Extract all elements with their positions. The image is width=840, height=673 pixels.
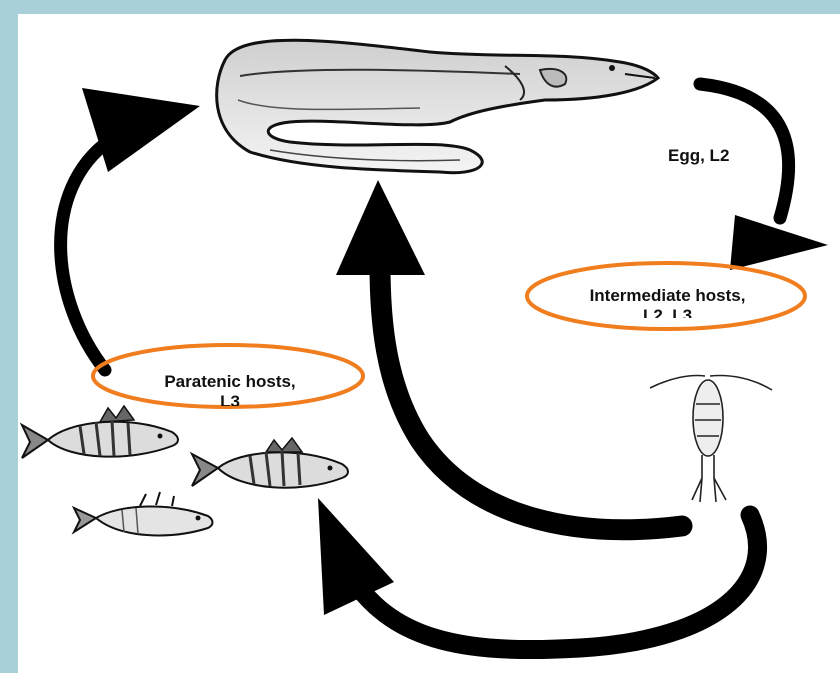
paratenic-hosts-line1: Paratenic hosts, [164, 372, 296, 391]
copepod-icon [649, 374, 773, 503]
stickleback-icon [71, 491, 214, 537]
perch-icon [19, 404, 179, 459]
highlight-ring-paratenic [91, 343, 365, 409]
intermediate-hosts-label: Intermediate hosts, L2, L3 [530, 286, 805, 318]
paratenic-hosts-label: Paratenic hosts, L3 [100, 372, 360, 406]
arrow-intermediate-to-eel [336, 180, 693, 541]
arrow-intermediate-to-paratenic [318, 498, 768, 660]
eel-icon [215, 38, 661, 175]
egg-stage-label: Egg, L2 [668, 146, 730, 165]
arrow-paratenic-to-eel [54, 88, 200, 377]
paratenic-hosts-line2: L3 [220, 392, 240, 406]
intermediate-hosts-line1: Intermediate hosts, [589, 286, 746, 305]
arrow-eel-to-intermediate [693, 77, 828, 270]
highlight-ring-intermediate [525, 261, 807, 331]
perch-icon [189, 436, 349, 489]
intermediate-hosts-line2: L2, L3 [642, 306, 693, 318]
